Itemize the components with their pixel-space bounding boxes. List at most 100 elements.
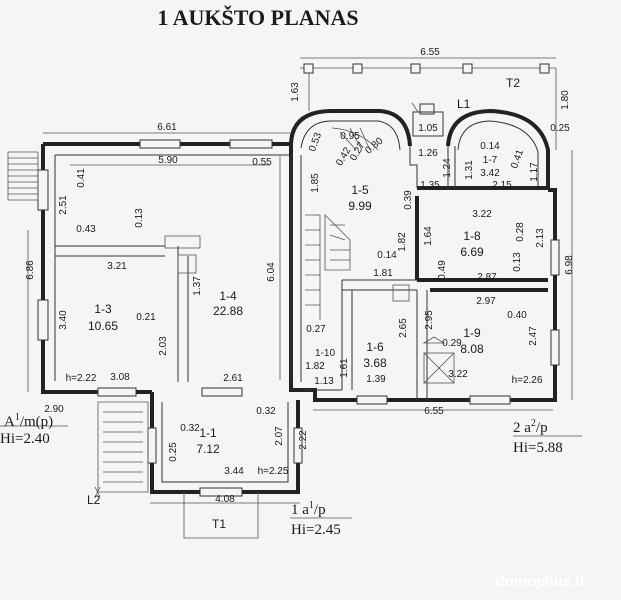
- dim-text: 0.39: [403, 190, 414, 210]
- dim-text: 0.14: [377, 250, 397, 261]
- label-l1: L1: [457, 97, 471, 111]
- level-2a-sup: 2: [531, 418, 536, 429]
- dim-text: 0.41: [509, 148, 526, 170]
- label-l2: L2: [87, 493, 101, 507]
- level-a: A1/m(p): [4, 412, 53, 430]
- dim-text: 2.97: [476, 296, 496, 307]
- dim-text: 1.26: [418, 148, 438, 159]
- dim-text: 1.24: [442, 158, 453, 178]
- dim-text: 0.13: [134, 208, 145, 228]
- dim-text: 0.14: [480, 141, 500, 152]
- room-id-1-9: 1-9: [463, 326, 481, 340]
- dim-text: 3.22: [472, 209, 492, 220]
- level-2a-hi: Hi=5.88: [513, 440, 563, 456]
- dimension-lines: [0, 57, 582, 519]
- interior-walls: [55, 102, 548, 400]
- height-label: h=2.25: [258, 466, 289, 477]
- dim-text: 6.61: [157, 122, 177, 133]
- dim-text: 1.37: [192, 276, 203, 296]
- dim-text: 0.25: [168, 442, 179, 462]
- dim-text: 2.87: [477, 272, 497, 283]
- dim-text: 6.55: [420, 47, 440, 58]
- windows: [37, 139, 560, 497]
- dim-text: 2.07: [274, 426, 285, 446]
- dim-text: 0.40: [507, 310, 527, 321]
- entry-steps: [7, 151, 259, 539]
- level-2a: 2 a2/p: [513, 418, 548, 436]
- room-id-1-3: 1-3: [94, 302, 112, 316]
- dim-text: 0.29: [442, 338, 462, 349]
- dim-text: 4.08: [215, 494, 235, 505]
- dim-text: 5.90: [158, 155, 178, 166]
- dim-text: 2.95: [424, 310, 435, 330]
- dim-text: 0.28: [515, 222, 526, 242]
- room-id-1-6: 1-6: [366, 340, 384, 354]
- dim-text: 2.13: [535, 228, 546, 248]
- watermark: domoplius.lt: [495, 573, 584, 590]
- level-annotations: A1/m(p) Hi=2.40 2 a2/p Hi=5.88 1 a1/p Hi…: [0, 412, 563, 538]
- dim-text: 0.21: [136, 312, 156, 323]
- dim-text: 1.31: [464, 160, 475, 180]
- room-area-1-9: 8.08: [460, 342, 484, 356]
- dim-text: 3.22: [448, 369, 468, 380]
- room-area-1-6: 3.68: [363, 356, 387, 370]
- dim-text: 3.21: [107, 261, 127, 272]
- dim-text: 6.86: [25, 260, 36, 280]
- dim-text: 6.98: [564, 255, 575, 275]
- level-1a-sup: 1: [309, 500, 314, 511]
- room-area-1-5: 9.99: [348, 199, 372, 213]
- room-area-1-1: 7.12: [196, 442, 220, 456]
- level-a-hi: Hi=2.40: [0, 431, 50, 447]
- room-id-1-5: 1-5: [351, 183, 369, 197]
- room-area-1-4: 22.88: [213, 304, 243, 318]
- dim-text: 1.82: [305, 361, 325, 372]
- room-area-1-7: 3.42: [480, 168, 500, 179]
- dim-text: 0.49: [437, 260, 448, 280]
- level-1a-rest: /p: [314, 502, 326, 518]
- dim-text: 0.53: [307, 131, 324, 153]
- room-id-1-10: 1-10: [315, 348, 335, 359]
- dim-text: 0.27: [306, 324, 326, 335]
- dim-text: 0.13: [512, 252, 523, 272]
- dim-text: 1.13: [314, 376, 334, 387]
- room-id-1-1: 1-1: [199, 426, 217, 440]
- level-1a-name: 1 a: [291, 502, 309, 518]
- marker-labels: L1 L2 T1 T2: [87, 76, 520, 531]
- level-a-rest: /m(p): [20, 414, 53, 430]
- room-id-1-8: 1-8: [463, 229, 481, 243]
- dim-text: 0.80: [363, 135, 385, 156]
- dim-text: 1.61: [339, 358, 350, 378]
- dim-text: 1.05: [418, 123, 438, 134]
- room-id-1-4: 1-4: [219, 289, 237, 303]
- dim-text: 6.55: [424, 406, 444, 417]
- height-label: h=2.26: [512, 375, 543, 386]
- dim-text: 1.80: [560, 90, 571, 110]
- room-area-1-8: 6.69: [460, 245, 484, 259]
- height-label: h=2.22: [66, 373, 97, 384]
- dim-text: 1.82: [397, 232, 408, 252]
- dim-text: 1.63: [290, 82, 301, 102]
- dim-text: 3.40: [58, 310, 69, 330]
- dim-text: 1.35: [420, 180, 440, 191]
- room-labels: 1-1 7.12 1-3 10.65 1-4 22.88 1-5 9.99 1-…: [88, 155, 500, 456]
- dim-text: 2.15: [492, 180, 512, 191]
- dim-text: 0.43: [76, 224, 96, 235]
- dim-text: 2.51: [58, 195, 69, 215]
- dim-text: 1.81: [373, 268, 393, 279]
- dim-text: 2.03: [158, 336, 169, 356]
- dim-text: 1.85: [310, 173, 321, 193]
- label-t1: T1: [212, 517, 226, 531]
- dim-text: 0.32: [180, 423, 200, 434]
- dim-text: 2.90: [44, 404, 64, 415]
- dim-text: 2.65: [398, 318, 409, 338]
- dim-text: 2.22: [298, 430, 309, 450]
- dim-text: 2.47: [528, 326, 539, 346]
- plan-title: 1 AUKŠTO PLANAS: [157, 5, 358, 30]
- level-a-sup: 1: [15, 412, 20, 423]
- dim-text: 3.08: [110, 372, 130, 383]
- dim-text: 2.61: [223, 373, 243, 384]
- dimension-labels: 6.55 6.61 1.63 1.80 0.25 1.05 1.26 1.35 …: [25, 47, 575, 505]
- dim-text: 0.25: [550, 123, 570, 134]
- dim-text: 0.32: [256, 406, 276, 417]
